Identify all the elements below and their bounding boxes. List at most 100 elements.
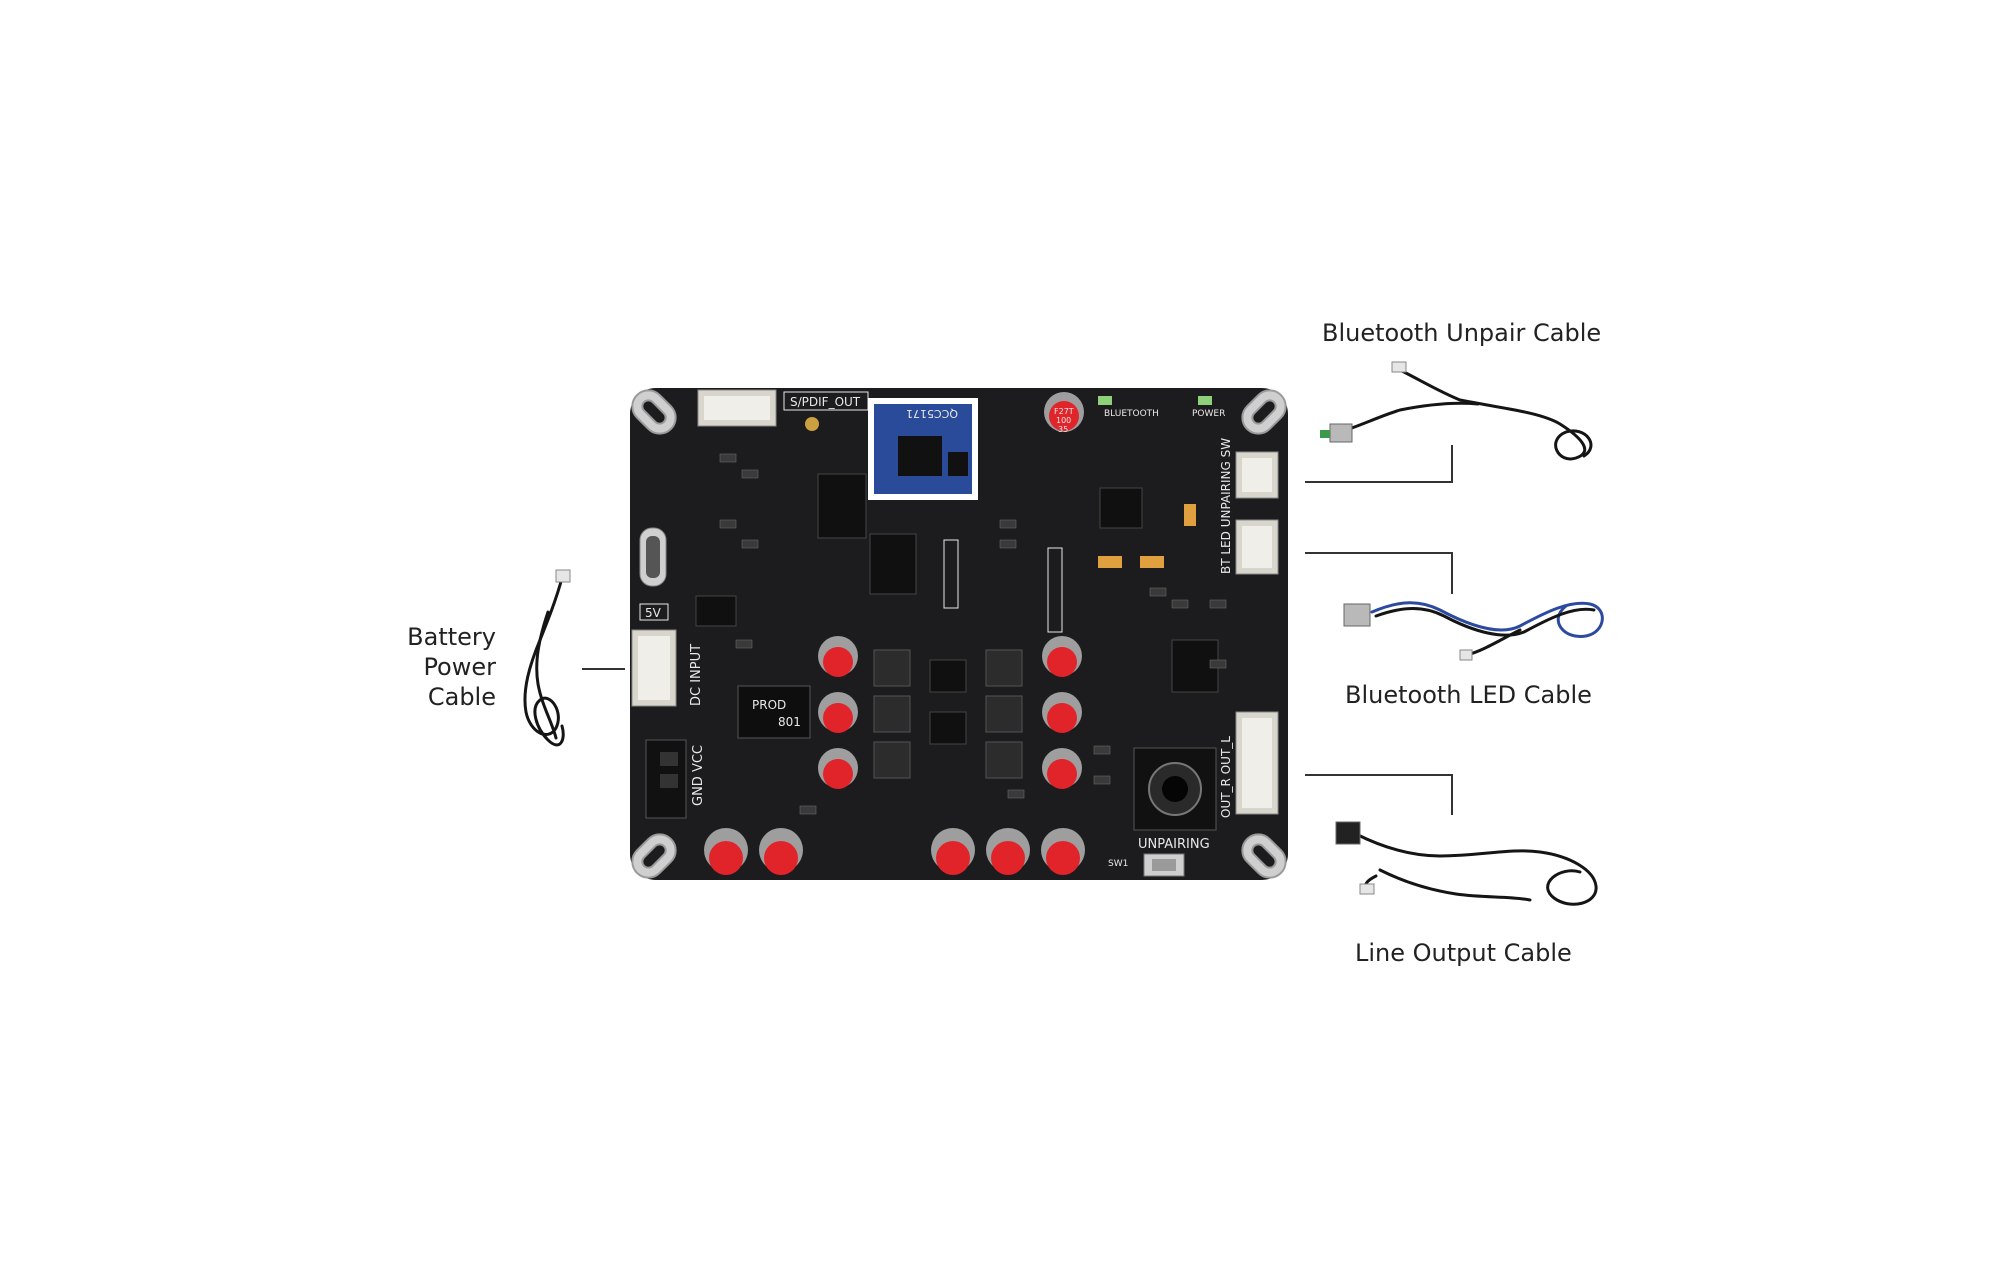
cables bbox=[523, 361, 1604, 906]
passive-r57 bbox=[1007, 789, 1025, 799]
cap-c63 bbox=[1042, 692, 1082, 733]
inductor-value: 801 bbox=[778, 715, 801, 729]
callout-line-output-cable: Line Output Cable bbox=[1355, 939, 1572, 967]
callout-battery-power-cable: Battery Power Cable bbox=[380, 622, 496, 712]
cap-marking-2: 100 bbox=[1056, 416, 1071, 425]
inductor-l7 bbox=[985, 695, 1023, 733]
cap-c55 bbox=[1041, 828, 1085, 875]
connector-bt-led bbox=[1235, 519, 1279, 575]
cable-line-output bbox=[1335, 821, 1598, 906]
battery-plug bbox=[555, 569, 571, 583]
callout-battery-line-1: Battery bbox=[407, 623, 496, 651]
mount-hole-bl bbox=[631, 833, 677, 879]
inductor-l5 bbox=[873, 741, 911, 779]
connector-unpair-inner bbox=[1242, 458, 1272, 492]
led-connector-body bbox=[1343, 603, 1371, 627]
led-wire-black bbox=[1374, 607, 1596, 637]
amp-ic-u10 bbox=[929, 659, 967, 693]
inductor-l4 bbox=[873, 695, 911, 733]
cap-c89 bbox=[818, 748, 858, 789]
tantalum-c34 bbox=[1184, 504, 1196, 526]
inductor-l8 bbox=[985, 649, 1023, 687]
connector-line-out bbox=[1235, 711, 1279, 815]
cable-battery-power bbox=[523, 569, 571, 747]
switch-label: SW1 bbox=[1108, 859, 1128, 869]
cap-c20 bbox=[818, 692, 858, 733]
connector-top-inner bbox=[704, 396, 770, 420]
usb-c-port-inner bbox=[646, 536, 660, 578]
usb-voltage-label: 5V bbox=[645, 606, 662, 620]
mounting-holes bbox=[631, 389, 1287, 879]
module-label: QCC5171 bbox=[906, 407, 958, 420]
inductor-l3 bbox=[873, 649, 911, 687]
pin-headers bbox=[943, 539, 1063, 633]
passive-rv4 bbox=[799, 805, 817, 815]
line-out-jack bbox=[1335, 821, 1361, 845]
passive-r30 bbox=[1209, 599, 1227, 609]
callout-bluetooth-unpair-cable: Bluetooth Unpair Cable bbox=[1322, 319, 1602, 347]
passive-r41 bbox=[1149, 587, 1167, 597]
tantalum-caps bbox=[1098, 504, 1196, 568]
pin-header-j6 bbox=[943, 539, 959, 609]
amp-inductors bbox=[873, 649, 1023, 779]
battery-wire bbox=[523, 576, 565, 747]
leader-line-out bbox=[1305, 774, 1453, 815]
bt-led-unpairing-label: BT LED UNPAIRING SW bbox=[1219, 438, 1233, 574]
callout-bluetooth-led-cable: Bluetooth LED Cable bbox=[1345, 681, 1592, 709]
led-plug bbox=[1459, 649, 1473, 661]
spdif-label: S/PDIF_OUT bbox=[790, 395, 861, 409]
power-led bbox=[1198, 396, 1212, 405]
battery-wire-2 bbox=[535, 610, 558, 740]
leader-lines bbox=[582, 445, 1453, 815]
cap-c62 bbox=[1042, 636, 1082, 677]
amp-ic-u4 bbox=[929, 711, 967, 745]
tantalum-c66 bbox=[1140, 556, 1164, 568]
passive-components bbox=[719, 453, 1227, 815]
ic-chip-u6 bbox=[1099, 487, 1143, 529]
power-inductor-l9 bbox=[737, 685, 811, 739]
passive-r16 bbox=[999, 539, 1017, 549]
passive-rv5 bbox=[735, 639, 753, 649]
passive-r59 bbox=[1093, 775, 1111, 785]
leader-led bbox=[1305, 552, 1453, 594]
inductor-label: PROD bbox=[752, 698, 786, 712]
gnd-vcc-label: GND VCC bbox=[691, 745, 706, 806]
cap-marking-3: 35 bbox=[1058, 425, 1068, 434]
unpair-plug bbox=[1391, 361, 1407, 373]
bluetooth-led-label: BLUETOOTH bbox=[1104, 409, 1159, 419]
passive-r26 bbox=[719, 519, 737, 529]
line-out-wire bbox=[1354, 832, 1598, 906]
power-led-label: POWER bbox=[1192, 409, 1225, 419]
led-wire-tail bbox=[1468, 628, 1522, 656]
power-terminal-pin-1 bbox=[660, 752, 678, 766]
cap-c83b bbox=[986, 828, 1030, 875]
connector-unpair-sw bbox=[1235, 451, 1279, 499]
power-terminal-pin-2 bbox=[660, 774, 678, 788]
capacitor-markings: F27T 100 35 bbox=[1054, 407, 1074, 434]
leader-unpair bbox=[1305, 445, 1453, 483]
connector-dc-inner bbox=[638, 636, 670, 700]
cable-bluetooth-unpair bbox=[1320, 361, 1593, 461]
cap-c72 bbox=[704, 828, 748, 875]
out-r-out-l-label: OUT_R OUT_L bbox=[1219, 736, 1233, 818]
mount-hole-tr bbox=[1241, 389, 1287, 435]
line-out-plug bbox=[1359, 883, 1375, 895]
unpair-wire-2 bbox=[1338, 401, 1480, 434]
unpair-switch-body bbox=[1329, 423, 1353, 443]
cap-c9 bbox=[1042, 748, 1082, 789]
passive-r53 bbox=[741, 469, 759, 479]
electrolytic-capacitors bbox=[704, 392, 1085, 875]
cap-c19 bbox=[818, 636, 858, 677]
antenna-connector bbox=[805, 417, 819, 431]
connector-out-inner bbox=[1242, 718, 1272, 808]
line-out-wire-2 bbox=[1378, 868, 1532, 902]
bluetooth-led bbox=[1098, 396, 1112, 405]
cap-marking-1: F27T bbox=[1054, 407, 1074, 416]
unpair-switch-tip bbox=[1320, 430, 1330, 438]
ic-chip-u2 bbox=[817, 473, 867, 539]
connector-dc-input bbox=[631, 629, 677, 707]
cap-c83a bbox=[931, 828, 975, 875]
passive-r48 bbox=[719, 453, 737, 463]
qcc-module: QCC5171 bbox=[868, 398, 978, 500]
